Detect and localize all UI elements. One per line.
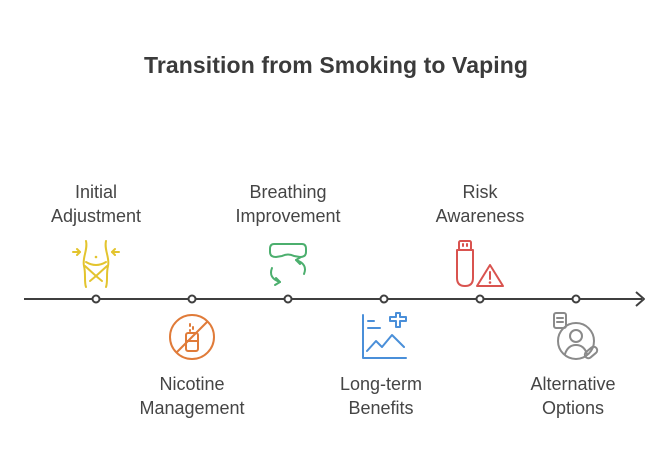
stage-label-line1: Breathing: [249, 182, 327, 202]
stage-label-line1: Initial: [74, 182, 118, 202]
diagram-title: Transition from Smoking to Vaping: [143, 52, 529, 78]
person-options-icon: [553, 312, 599, 360]
stage-label-nicotine-management: Nicotine Management: [117, 372, 267, 420]
stage-label-breathing-improvement: Breathing Improvement: [213, 180, 363, 228]
waist-measure-icon: [72, 240, 120, 288]
stage-label-line2: Adjustment: [50, 206, 142, 226]
timeline-marker-breathing-improvement: [283, 294, 293, 304]
stage-label-line1: Risk: [462, 182, 498, 202]
timeline-marker-initial-adjustment: [91, 294, 101, 304]
stage-label-line2: Options: [541, 398, 605, 418]
timeline-marker-long-term-benefits: [379, 294, 389, 304]
stage-label-long-term-benefits: Long-term Benefits: [306, 372, 456, 420]
stage-label-line1: Long-term: [339, 374, 423, 394]
stage-label-alternative-options: Alternative Options: [498, 372, 648, 420]
timeline-marker-nicotine-management: [187, 294, 197, 304]
breathing-mask-icon: [269, 243, 307, 286]
stage-label-line2: Benefits: [348, 398, 414, 418]
no-nicotine-icon: [169, 314, 215, 360]
stage-label-line1: Alternative: [530, 374, 616, 394]
timeline-marker-alternative-options: [571, 294, 581, 304]
stage-label-initial-adjustment: Initial Adjustment: [21, 180, 171, 228]
timeline-marker-risk-awareness: [475, 294, 485, 304]
timeline-arrow-head: [635, 291, 645, 307]
vape-warning-icon: [456, 240, 504, 287]
stage-label-line1: Nicotine: [159, 374, 225, 394]
stage-label-line2: Improvement: [235, 206, 341, 226]
health-chart-icon: [362, 312, 407, 359]
stage-label-line2: Management: [139, 398, 245, 418]
stage-label-line2: Awareness: [435, 206, 525, 226]
stage-label-risk-awareness: Risk Awareness: [405, 180, 555, 228]
